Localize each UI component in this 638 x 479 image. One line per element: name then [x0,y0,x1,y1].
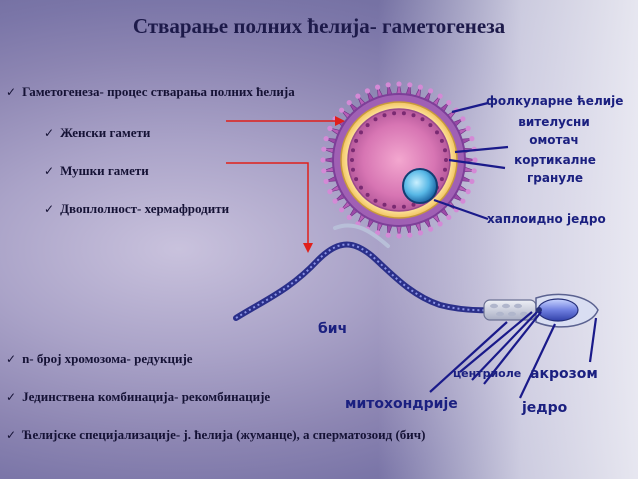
follicular-cell-tip [417,84,423,90]
follicular-cell-tip [327,125,333,131]
label-acrosome: акрозом [530,366,598,382]
cortical-granule [365,192,370,197]
bullet-recombination: ✓Јединствена комбинација- рекомбинације [6,389,271,404]
label-cortical-2: грануле [527,171,583,185]
cortical-granule [428,123,433,128]
red-arrows [226,116,345,253]
follicular-cell-tip [469,136,475,142]
bullet-specialization: ✓Ћелијске специјализације- ј. ћелија (жу… [6,427,426,442]
cortical-granule [354,138,359,143]
follicular-cell-tip [396,81,402,87]
label-sperm-nucleus: једро [522,400,568,416]
checkmark-icon: ✓ [6,85,17,99]
follicular-cell-tip [385,82,391,88]
label-mitochondria: митохондрије [345,396,458,412]
cortical-granule [365,123,370,128]
bullet-chromosome-number: ✓n- број хромозома- редукције [6,351,193,366]
follicular-cell-tip [375,84,381,90]
label-vitelline-1: вителусни [518,115,590,129]
cortical-granule [420,117,425,122]
follicular-cell-tip [321,146,327,152]
checkmark-icon: ✓ [6,352,17,366]
sperm-midpiece [483,299,537,321]
follicular-cell-tip [437,93,443,99]
cortical-granule [351,167,355,172]
follicular-cell-tip [327,189,333,195]
cortical-granule [439,177,444,182]
bullet-male-gametes: ✓Мушки гамети [44,163,149,178]
follicular-cell-tip [320,157,326,163]
follicular-cell-tip [417,230,423,236]
bullet-gametogenesis: ✓Гаметогенеза- процес стварања полних ће… [6,84,295,99]
cortical-granule [443,167,447,172]
follicular-cell-tip [428,88,434,94]
cortical-granule [392,111,397,116]
cortical-granule [439,138,444,143]
checkmark-icon: ✓ [44,202,55,216]
bullet-hermaphrodites: ✓Двоплолност- хермафродити [44,201,230,216]
follicular-cell-tip [396,233,402,239]
slide-title: Стварање полних ћелија- гаметогенеза [132,14,506,38]
follicular-cell-tip [428,226,434,232]
follicular-cell-tip [465,125,471,131]
cortical-granule [373,117,378,122]
follicular-cell-tip [364,88,370,94]
checkmark-icon: ✓ [44,164,55,178]
follicular-cell-tip [323,178,329,184]
cortical-granule [351,148,355,153]
follicular-cell-tip [346,214,352,220]
label-vitelline-2: омотач [529,133,579,147]
cortical-granule [382,202,387,207]
follicular-cell-tip [460,116,466,122]
follicular-cell-tip [323,136,329,142]
follicular-cell-tip [407,232,413,238]
egg-cell [320,81,478,239]
checkmark-icon: ✓ [6,428,17,442]
follicular-cell-tip [446,100,452,106]
cortical-granule [354,177,359,182]
follicular-cell-tip [346,100,352,106]
cortical-granules [350,111,448,209]
egg-nucleus [402,168,438,204]
cortical-granule [411,202,416,207]
label-cortical-1: кортикалне [514,153,596,167]
cortical-granule [435,130,439,135]
label-flagellum: бич [318,321,348,337]
cortical-granule [359,185,363,190]
checkmark-icon: ✓ [6,390,17,404]
label-pointers [429,101,598,399]
follicular-cell-tip [446,214,452,220]
cortical-granule [350,158,354,162]
cortical-granule [401,204,406,209]
follicular-cell-tip [339,207,345,213]
sperm-head [535,293,599,328]
cortical-granule [411,113,416,118]
follicular-cell-tip [355,93,361,99]
follicular-cell-tip [321,168,327,174]
cortical-granule [382,113,387,118]
cortical-granule [443,148,447,153]
follicular-cell-tip [339,107,345,113]
follicular-cell-tip [469,178,475,184]
follicular-cell-tip [465,189,471,195]
cortical-granule [359,130,363,135]
follicular-cell-tip [437,221,443,227]
follicular-cell-tip [471,168,477,174]
follicular-cell-tip [472,157,478,163]
cortical-granule [444,158,448,162]
follicular-cell-tip [407,82,413,88]
bullet-female-gametes: ✓Женски гамети [44,125,151,140]
cortical-granule [401,111,406,116]
follicular-cell-tip [460,198,466,204]
follicular-cell-tip [385,232,391,238]
label-haploid-nucleus: хаплоидно једро [487,212,606,226]
label-follicular-cells: фолкуларне ћелије [486,94,624,108]
cortical-granule [392,204,397,209]
label-centrioles: центриоле [453,367,522,380]
cortical-granule [373,198,378,203]
checkmark-icon: ✓ [44,126,55,140]
follicular-cell-tip [332,198,338,204]
